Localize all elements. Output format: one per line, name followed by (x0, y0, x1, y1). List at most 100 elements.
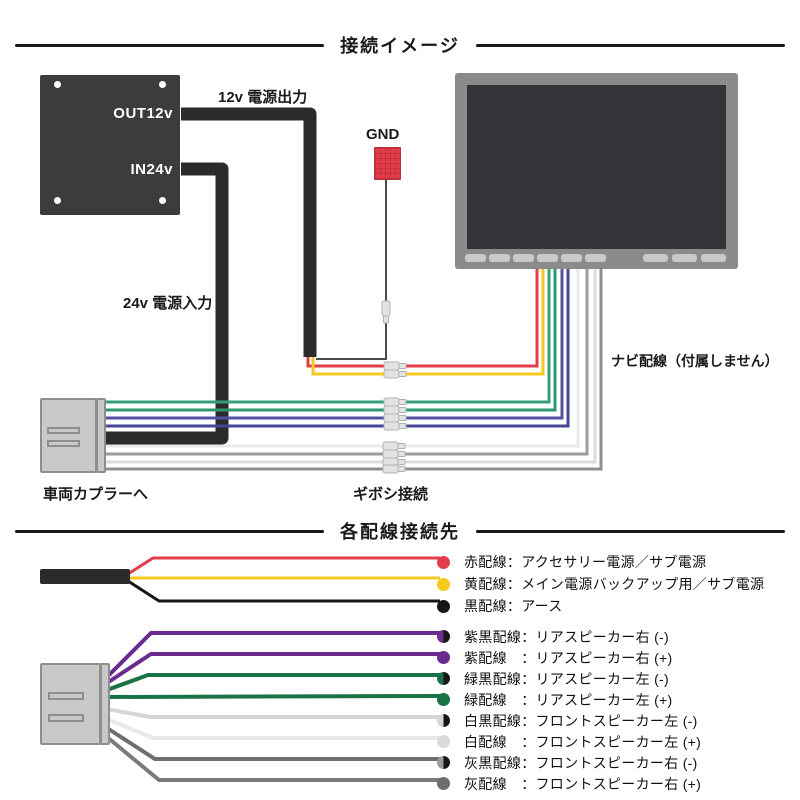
coupler-slot (48, 714, 84, 722)
giboshi-connector (383, 369, 407, 379)
gnd-terminal (374, 147, 401, 180)
coupler-slot (47, 440, 80, 447)
screw-hole (54, 197, 61, 204)
wire-12v-output (181, 107, 317, 357)
legend-wire-green (106, 694, 441, 699)
legend-label: 白配線 ：フロントスピーカー左 (+) (464, 733, 702, 750)
giboshi-connector (382, 449, 406, 459)
power-cable-stub (40, 569, 130, 584)
wire-gnd (316, 179, 387, 360)
wire-white (105, 258, 597, 464)
giboshi-connector (383, 405, 407, 415)
legend-wire-gray-black (105, 726, 440, 761)
wire-green-black (105, 258, 557, 412)
legend-row: 黄配線：メイン電源バックアップ用／サブ電源 (437, 573, 764, 595)
wire-color-dot (437, 651, 450, 664)
label-navi-wiring: ナビ配線（付属しません） (611, 353, 779, 369)
wire-color-dot (437, 577, 450, 591)
monitor-button (465, 254, 486, 262)
monitor-screen (467, 85, 726, 249)
monitor-button (701, 254, 726, 262)
title-rule-left (15, 43, 325, 47)
legend-row: 緑配線 ：リアスピーカー左 (+) (437, 689, 701, 710)
out12v-port-label: OUT12v (113, 105, 173, 122)
legend-wire-gray (105, 735, 440, 782)
giboshi-connector (382, 464, 406, 474)
legend-speaker-wires: 紫黒配線：リアスピーカー右 (-)紫配線 ：リアスピーカー右 (+)緑黒配線：リ… (437, 626, 701, 794)
wire-color-dot (437, 777, 450, 790)
legend-label: 紫配線 ：リアスピーカー右 (+) (464, 649, 673, 666)
monitor-button (643, 254, 668, 262)
legend-label: 赤配線：アクセサリー電源／サブ電源 (464, 554, 707, 570)
giboshi-connectors (381, 300, 407, 474)
wire-24v-input (104, 162, 229, 445)
section2-title: 各配線接続先 (15, 518, 785, 544)
legend-wire-white-black (106, 707, 440, 719)
legend-label: 紫黒配線：リアスピーカー右 (-) (464, 628, 669, 645)
legend-wire-purple-black (105, 631, 440, 679)
legend-label: 灰配線 ：フロントスピーカー右 (+) (464, 775, 702, 792)
giboshi-connector-gnd (381, 300, 391, 324)
legend-power-wires: 赤配線：アクセサリー電源／サブ電源黄配線：メイン電源バックアップ用／サブ電源黒配… (437, 551, 764, 617)
legend-row: 灰配線 ：フロントスピーカー右 (+) (437, 773, 701, 794)
wire-color-dot (437, 693, 450, 706)
monitor-button (513, 254, 534, 262)
wire-gray (105, 258, 603, 471)
title-rule-right (475, 43, 786, 47)
wire-color-dot (437, 672, 450, 685)
section1-title-text: 接続イメージ (340, 36, 460, 56)
legend-label: 黒配線：アース (464, 598, 563, 614)
giboshi-connector (383, 421, 407, 431)
coupler-pin-column (96, 398, 106, 473)
navi-monitor (455, 73, 738, 269)
monitor-button (537, 254, 558, 262)
coupler-slot (48, 692, 84, 700)
coupler-pin-column (100, 663, 110, 745)
wire-color-dot (437, 555, 450, 569)
wire-color-dot (437, 735, 450, 748)
legend-label: 灰黒配線：フロントスピーカー右 (-) (464, 754, 698, 771)
legend-wire-black (127, 579, 440, 603)
title-rule-right (476, 529, 785, 533)
wire-gray-black (105, 258, 589, 456)
label-12v-power-out: 12v 電源出力 (218, 89, 308, 106)
wire-green (105, 258, 551, 404)
screw-hole (159, 197, 166, 204)
giboshi-connector (383, 413, 407, 423)
giboshi-connector (382, 441, 406, 451)
giboshi-connector (383, 397, 407, 407)
legend-label: 緑配線 ：リアスピーカー左 (+) (464, 691, 673, 708)
vehicle-coupler (40, 398, 97, 473)
wire-color-dot (437, 630, 450, 643)
wire-purple-black (105, 258, 570, 428)
legend-wire-green-black (106, 673, 440, 692)
label-gnd: GND (366, 126, 400, 143)
label-vehicle-coupler: 車両カプラーへ (43, 486, 149, 503)
label-24v-power-in: 24v 電源入力 (123, 295, 213, 312)
legend-row: 白配線 ：フロントスピーカー左 (+) (437, 731, 701, 752)
screw-hole (159, 81, 166, 88)
section2-title-text: 各配線接続先 (340, 522, 460, 542)
wire-color-dot (437, 599, 450, 613)
dc-converter-box: OUT12v IN24v (40, 75, 180, 215)
legend-label: 白黒配線：フロントスピーカー左 (-) (464, 712, 698, 729)
wire-red-acc (306, 258, 539, 368)
monitor-button (672, 254, 697, 262)
wire-yellow-backup (311, 258, 545, 376)
legend-row: 紫黒配線：リアスピーカー右 (-) (437, 626, 701, 647)
legend-row: 白黒配線：フロントスピーカー左 (-) (437, 710, 701, 731)
legend-row: 灰黒配線：フロントスピーカー右 (-) (437, 752, 701, 773)
in24v-port-label: IN24v (130, 161, 173, 178)
wire-color-dot (437, 756, 450, 769)
wire-white-black (105, 258, 580, 448)
legend-wire-white (106, 717, 440, 740)
giboshi-connector (383, 361, 407, 371)
legend-row: 黒配線：アース (437, 595, 764, 617)
label-giboshi: ギボシ接続 (353, 486, 429, 503)
monitor-button (585, 254, 606, 262)
wire-color-dot (437, 714, 450, 727)
speaker-coupler (40, 663, 101, 745)
legend-wire-purple (105, 652, 440, 685)
